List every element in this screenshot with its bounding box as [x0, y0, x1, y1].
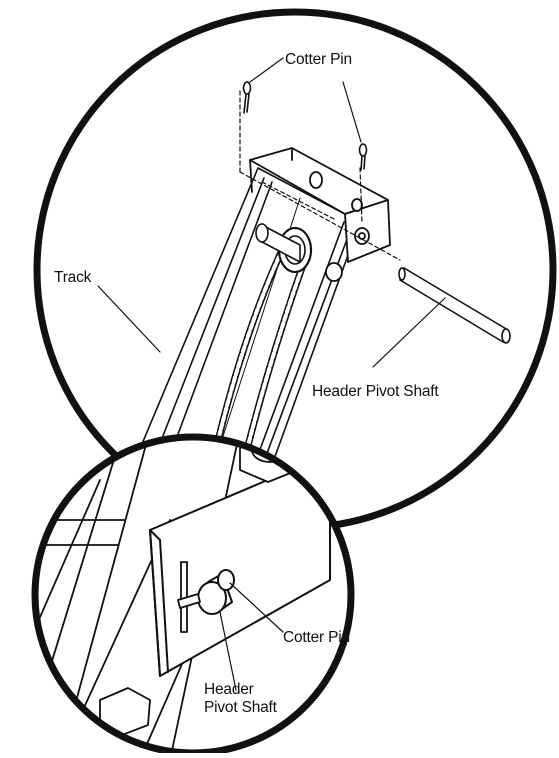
leader-lines-main — [97, 57, 446, 368]
shaft-alignment-dashes — [239, 89, 401, 261]
detail-view — [31, 433, 355, 757]
detail-cotter-pin — [177, 561, 201, 633]
label-header-pivot-shaft-top: Header Pivot Shaft — [312, 383, 439, 400]
leader-lines-detail — [219, 582, 284, 691]
sprocket — [255, 223, 313, 274]
label-header-detail: Header — [204, 681, 254, 698]
mounting-bracket — [249, 147, 391, 282]
label-cotter-pin-detail: Cotter Pin — [283, 629, 350, 646]
detail-pivot-shaft — [197, 569, 235, 615]
label-pivot-shaft-detail: Pivot Shaft — [204, 699, 278, 716]
cotter-pin-exploded-left — [242, 81, 252, 114]
label-cotter-pin-top: Cotter Pin — [285, 51, 352, 68]
main-view — [33, 8, 557, 532]
label-track: Track — [54, 269, 92, 286]
header-pivot-shaft-exploded — [398, 267, 511, 344]
cotter-pin-exploded-right — [358, 143, 368, 171]
